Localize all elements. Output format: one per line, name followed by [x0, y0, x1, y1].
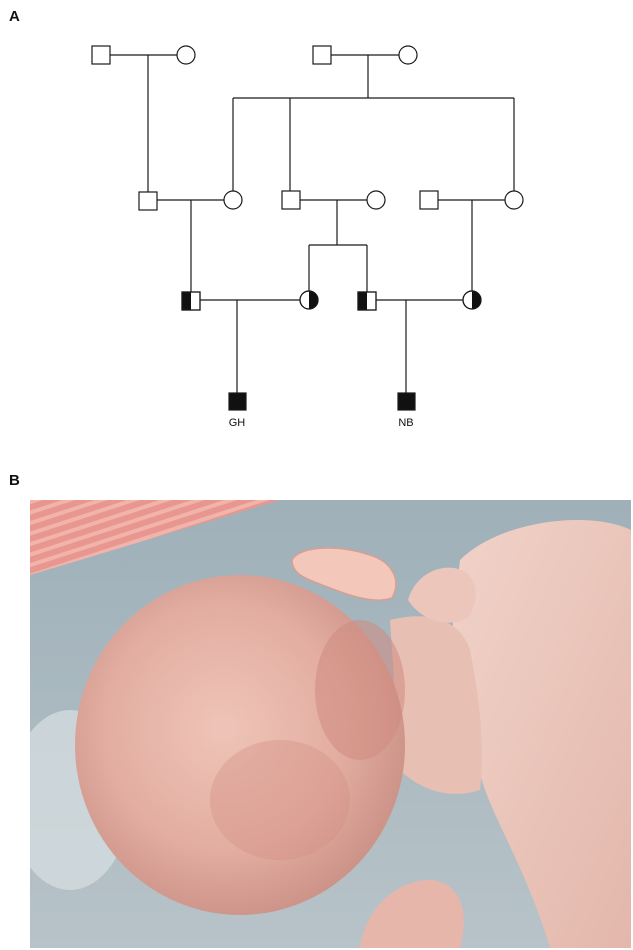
clinical-photograph: [30, 500, 631, 948]
pedigree-male-affected-gh: [229, 393, 246, 410]
pedigree-male-unaffected: [282, 191, 300, 209]
pedigree-female-unaffected: [224, 191, 242, 209]
generation-3-couple-right: [358, 291, 481, 393]
generation-2-couple-3: [420, 191, 523, 291]
pedigree-female-unaffected: [177, 46, 195, 64]
pedigree-male-carrier: [358, 292, 376, 310]
pedigree-male-carrier: [182, 292, 200, 310]
generation-3-couple-left: [182, 291, 318, 393]
pedigree-male-unaffected: [313, 46, 331, 64]
individual-label-gh: GH: [229, 417, 246, 429]
pedigree-female-unaffected: [505, 191, 523, 209]
pedigree-male-unaffected: [139, 192, 157, 210]
pedigree-female-unaffected: [399, 46, 417, 64]
skin-rash-patch: [210, 740, 350, 860]
pedigree-female-carrier: [463, 291, 481, 309]
pedigree-male-unaffected: [92, 46, 110, 64]
panel-label-b: B: [9, 472, 20, 489]
pedigree-female-carrier: [300, 291, 318, 309]
pedigree-chart: GH NB: [0, 0, 633, 470]
pedigree-male-affected-nb: [398, 393, 415, 410]
generation-1-right-couple: [233, 46, 514, 191]
skin-rash-patch: [315, 620, 405, 760]
generation-2-couple-2: [282, 191, 385, 292]
individual-label-nb: NB: [398, 417, 413, 429]
generation-1-left-couple: [92, 46, 195, 192]
generation-2-couple-1: [139, 191, 242, 292]
pedigree-male-unaffected: [420, 191, 438, 209]
pedigree-female-unaffected: [367, 191, 385, 209]
